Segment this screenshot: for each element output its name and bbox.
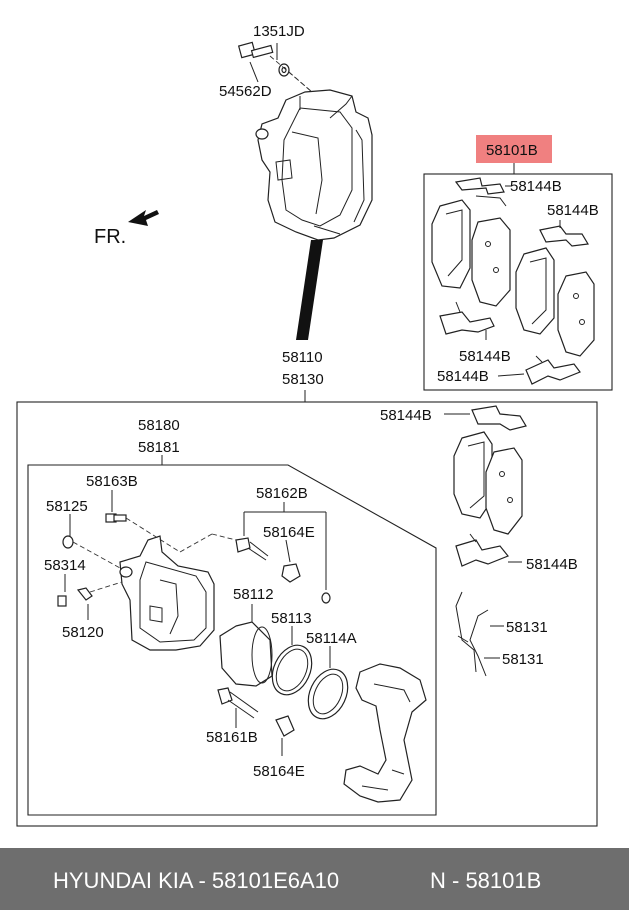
label-58112: 58112 [233, 586, 274, 603]
seal-58113 [271, 626, 313, 696]
pads-assembly [444, 405, 527, 567]
label-58120: 58120 [62, 624, 104, 641]
label-58130: 58130 [282, 371, 324, 388]
boot-58114A [307, 646, 349, 720]
label-58161B: 58161B [206, 729, 258, 746]
label-58314: 58314 [44, 557, 86, 574]
label-58162B: 58162B [256, 485, 308, 502]
caliper-body-top [255, 89, 373, 241]
assembly-box [16, 401, 598, 827]
label-58144B-d: 58144B [437, 368, 489, 385]
label-1351JD: 1351JD [253, 23, 305, 40]
label-58144B-b: 58144B [547, 202, 599, 219]
guide-pin-lower [217, 687, 295, 756]
piston-58112 [219, 604, 273, 687]
label-fr: FR. [94, 226, 126, 248]
label-58110: 58110 [282, 349, 323, 366]
footer-ref-number: N - 58101B [430, 868, 542, 893]
footer-bar: HYUNDAI KIA - 58101E6A10 N - 58101B [0, 848, 629, 910]
label-58144B-e: 58144B [380, 407, 432, 424]
front-direction-arrow [128, 210, 159, 226]
springs-58131 [455, 591, 504, 677]
label-58114A: 58114A [306, 630, 357, 647]
label-58131-b: 58131 [502, 651, 544, 668]
label-58131-a: 58131 [506, 619, 548, 636]
label-58164E-a: 58164E [263, 524, 315, 541]
label-58144B-f: 58144B [526, 556, 578, 573]
label-58113: 58113 [271, 610, 312, 627]
top-caliper-assembly [237, 41, 373, 340]
label-58163B: 58163B [86, 473, 138, 490]
label-58125: 58125 [46, 498, 88, 515]
pad-kit-58101B: 58101B 58144B 58144B 58144B 58144B [423, 135, 613, 391]
footer-part-number: HYUNDAI KIA - 58101E6A10 [53, 868, 340, 893]
washer-1351JD [278, 63, 290, 77]
small-parts-left [57, 490, 181, 620]
label-58144B-c: 58144B [459, 348, 511, 365]
label-58144B-a: 58144B [510, 178, 562, 195]
caliper-body-bottom [119, 535, 215, 651]
bolt-54562D [237, 41, 274, 59]
caliper-box [27, 464, 437, 816]
highlight-58101B [476, 135, 552, 163]
label-58101B: 58101B [486, 142, 538, 159]
label-58181: 58181 [138, 439, 180, 456]
carrier-bracket [343, 663, 427, 803]
guide-pin-upper [179, 502, 331, 604]
diagram-svg: 1351JD 54562D FR. 58101B 5814 [16, 23, 613, 827]
label-58180: 58180 [138, 417, 180, 434]
leader-wedge [296, 240, 323, 340]
label-58164E-b: 58164E [253, 763, 305, 780]
kit-box [423, 173, 613, 391]
label-54562D: 54562D [219, 83, 272, 100]
